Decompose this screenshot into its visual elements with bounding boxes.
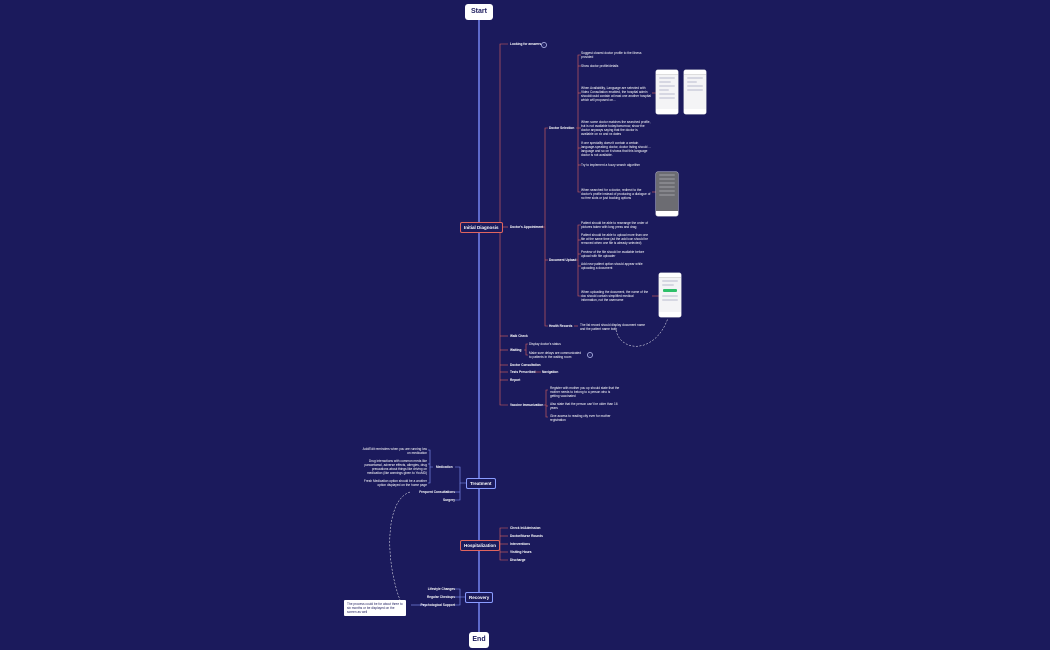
topic-medication[interactable]: Medication (436, 465, 453, 469)
topic-health-records[interactable]: Health Records (549, 324, 573, 328)
app-screen-thumbnail[interactable] (656, 172, 678, 216)
document-upload-note: When uploading the document, the name of… (581, 290, 649, 302)
topic-rounds[interactable]: Doctor/Nurse Rounds (510, 534, 543, 538)
end-node[interactable]: End (469, 632, 489, 648)
document-upload-note: Preview of the file should be available … (581, 250, 645, 258)
topic-vaccine-immunization[interactable]: Vaccine Immunization (510, 403, 544, 407)
doctor-selection-note: Suggest closest doctor profile to the il… (581, 51, 642, 59)
topic-frequent-consultations[interactable]: Frequent Consultations (419, 490, 455, 494)
stage-initial-diagnosis[interactable]: Initial Diagnosis (460, 222, 503, 233)
health-records-note: The list record should display document … (580, 323, 646, 331)
doctor-selection-note: When Availability, Language are selected… (581, 86, 651, 102)
treatment-links (428, 449, 467, 501)
waiting-note: Make sure delays are communicated to pat… (529, 351, 582, 359)
topic-tests-prescribed[interactable]: Tests Prescribed (510, 370, 536, 374)
stage-treatment[interactable]: Treatment (466, 478, 496, 489)
dashed-relation-recovery (389, 491, 411, 601)
document-upload-note: Patient should be able to upload more th… (581, 233, 648, 245)
topic-discharge[interactable]: Discharge (510, 558, 526, 562)
topic-looking-for-answers[interactable]: Looking for answers (510, 42, 542, 46)
doctor-selection-note: If one speciality doesn't contain a cert… (581, 141, 651, 157)
info-icon[interactable]: i (587, 352, 593, 358)
doctor-selection-note: When some doctor matches the searched pr… (581, 120, 651, 136)
topic-lifestyle-changes[interactable]: Lifestyle Changes (427, 587, 455, 591)
document-upload-note: Patient should be able to rearrange the … (581, 221, 648, 229)
topic-visiting-hours[interactable]: Visiting Hours (510, 550, 532, 554)
vaccine-note: Also state that the person can't be olde… (550, 402, 618, 410)
waiting-note: Display doctor's status (529, 342, 561, 346)
medication-note: Fresh Medication option should be a anot… (363, 479, 427, 487)
topic-check-in[interactable]: Check In/Admission (510, 526, 541, 530)
topic-navigation[interactable]: Navigation (542, 370, 559, 374)
topic-doctor-selection[interactable]: Doctor Selection (549, 126, 575, 130)
topic-psychological-support[interactable]: Psychological Support (420, 603, 455, 607)
app-screen-thumbnail[interactable] (659, 273, 681, 317)
topic-surgery[interactable]: Surgery (442, 498, 455, 502)
doctor-selection-note: Show doctor profile/details (581, 64, 619, 68)
topic-document-upload[interactable]: Document Upload (549, 258, 577, 262)
start-node[interactable]: Start (465, 4, 493, 20)
medication-note: Add/Edit reminders when you are running … (362, 447, 427, 455)
recovery-links (411, 588, 466, 606)
info-icon[interactable]: i (541, 42, 547, 48)
topic-walk-check[interactable]: Walk Check (510, 334, 528, 338)
topic-report[interactable]: Report (510, 378, 521, 382)
document-upload-note: Add new patient option should appear whi… (581, 262, 643, 270)
stage-recovery[interactable]: Recovery (465, 592, 494, 603)
doctor-selection-note: When searched for a doctor, redirect to … (581, 188, 651, 200)
recovery-note[interactable]: The process could be for about three to … (344, 600, 406, 616)
topic-doctor-consultation[interactable]: Doctor Consultation (510, 363, 541, 367)
topic-interventions[interactable]: Interventions (510, 542, 531, 546)
app-screen-thumbnail[interactable] (656, 70, 678, 114)
vaccine-note: Register with mother you up should state… (550, 386, 620, 398)
vaccine-note: Give access to reading city ever for mot… (550, 414, 611, 422)
topic-waiting[interactable]: Waiting (510, 348, 522, 352)
topic-regular-checkups[interactable]: Regular Checkups (427, 595, 455, 599)
medication-note: Drug interactions with common meds like … (364, 459, 427, 475)
stage-hospitalization[interactable]: Hospitalization (460, 540, 501, 551)
topic-doctors-appointment[interactable]: Doctor's Appointment (510, 225, 544, 229)
app-screen-thumbnail[interactable] (684, 70, 706, 114)
doctor-selection-note: Try to implement a fuzzy search algorith… (581, 163, 641, 167)
